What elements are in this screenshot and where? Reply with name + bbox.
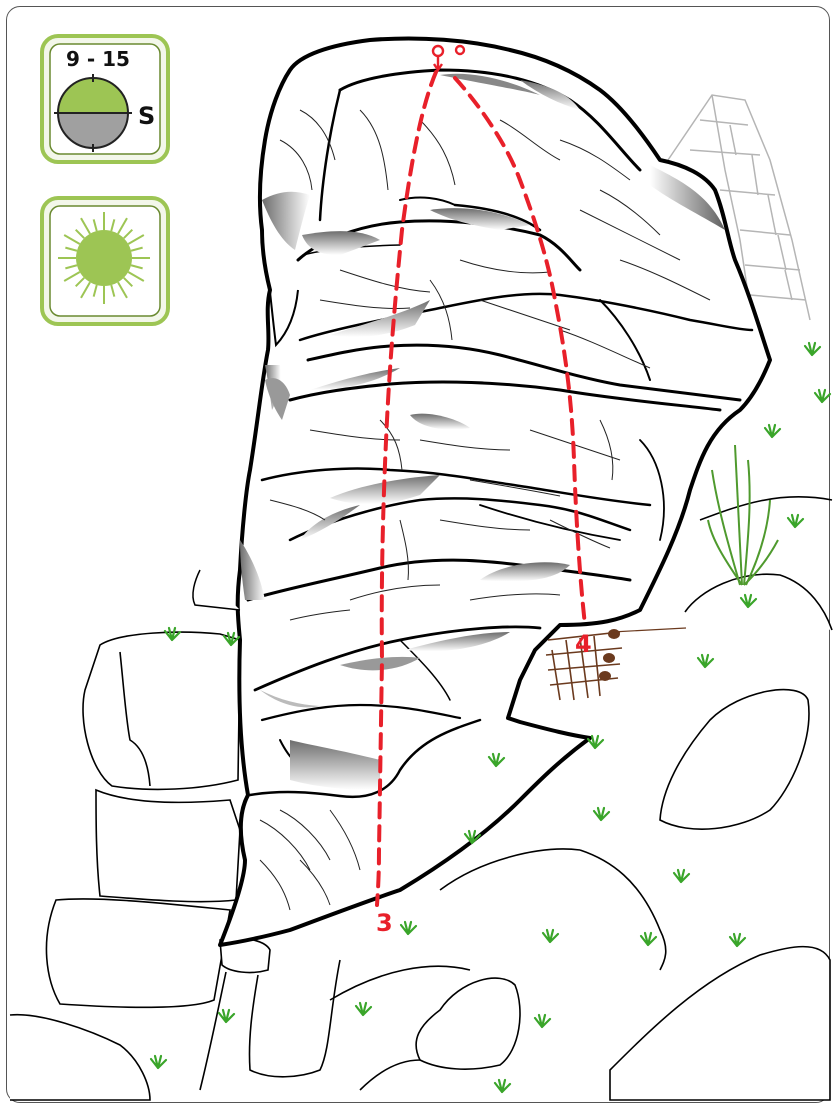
grass-tuft-icon xyxy=(495,1080,510,1092)
grass-tuft-icon xyxy=(765,425,780,437)
grass-tuft-icon xyxy=(815,390,830,402)
sun-hours-badge: 9 - 15 S xyxy=(42,36,168,162)
peg-cluster xyxy=(546,628,686,700)
sun-disc xyxy=(76,230,132,286)
route-3-number[interactable]: 3 xyxy=(376,909,393,937)
grass-tuft-icon xyxy=(730,934,745,946)
grass-tuft-icon xyxy=(219,1010,234,1022)
grass-tuft-icon xyxy=(151,1056,166,1068)
grass-tuft-icon xyxy=(788,515,803,527)
grass-tuft-icon xyxy=(594,808,609,820)
grass-tuft-icon xyxy=(543,930,558,942)
grass-tuft-icon xyxy=(356,1003,371,1015)
grass-tuft-icon xyxy=(535,1015,550,1027)
aspect-label: S xyxy=(138,102,155,130)
route-4-number[interactable]: 4 xyxy=(575,630,592,658)
peg-dots xyxy=(599,629,620,681)
grass-tuft-icon xyxy=(674,870,689,882)
grass-tuft-icon xyxy=(401,922,416,934)
grass-tuft-icon xyxy=(698,655,713,667)
grass-plant xyxy=(708,445,778,585)
sun-badge xyxy=(42,198,168,324)
grass-tuft-icon xyxy=(641,933,656,945)
sun-hours-label: 9 - 15 xyxy=(66,47,130,71)
grass-tuft-icon xyxy=(805,343,820,355)
